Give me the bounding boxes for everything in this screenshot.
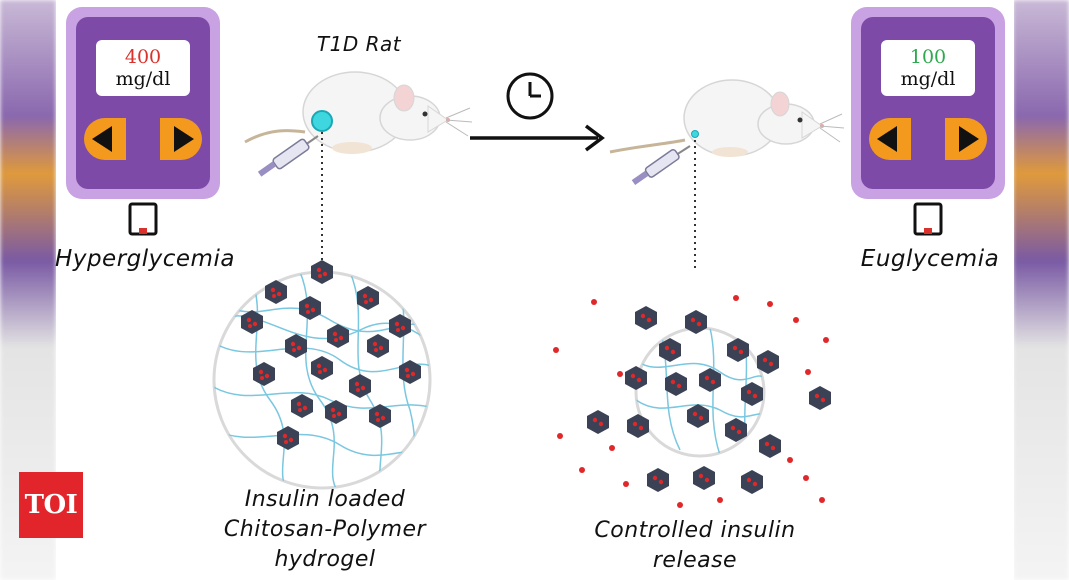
left-arrow-icon <box>92 126 112 152</box>
meter-unit-right: mg/dl <box>900 68 956 90</box>
state-label-right: Euglycemia <box>860 246 1000 272</box>
left-arrow-icon <box>877 126 897 152</box>
nanoparticle-cluster <box>241 260 421 450</box>
meter-screen-left <box>96 40 190 96</box>
free-insulin-dots <box>553 295 829 508</box>
meter-screen-right <box>881 40 975 96</box>
rat-icon <box>609 79 845 157</box>
hydrogel-network-zoom <box>212 260 432 490</box>
right-arrow-icon <box>174 126 194 152</box>
caption-release-line1: Controlled insulin <box>594 518 796 543</box>
syringe-icon <box>631 145 691 186</box>
process-arrow <box>470 124 605 152</box>
clock-icon <box>506 72 554 120</box>
caption-release-line2: release <box>652 548 738 573</box>
toi-logo: TOI <box>19 472 83 538</box>
hydrogel-injection-dot <box>691 130 699 138</box>
caption-hydrogel-line2: Chitosan-Polymer <box>223 517 427 542</box>
syringe-icon <box>257 135 319 177</box>
hydrogel-injection-dot <box>311 110 333 132</box>
glucose-meter-left <box>66 7 220 236</box>
rat-icon <box>244 71 473 154</box>
state-label-left: Hyperglycemia <box>55 246 235 272</box>
glucose-meter-right <box>851 7 1005 236</box>
background-blur-right <box>1013 0 1069 580</box>
released-nanoparticles <box>587 306 831 494</box>
caption-release: Controlled insulin release <box>570 516 820 576</box>
meter-value-right: 100 <box>909 46 947 68</box>
caption-hydrogel-line1: Insulin loaded <box>244 487 406 512</box>
right-arrow-icon <box>959 126 979 152</box>
meter-reading-right: 100 mg/dl <box>878 46 978 90</box>
meter-unit-left: mg/dl <box>115 68 171 90</box>
meter-reading-left: 400 mg/dl <box>93 46 193 90</box>
insulin-release-zoom <box>553 295 831 508</box>
caption-hydrogel-line3: hydrogel <box>274 547 376 572</box>
meter-value-left: 400 <box>124 46 162 68</box>
caption-hydrogel: Insulin loaded Chitosan-Polymer hydrogel <box>200 485 450 575</box>
rat-title: T1D Rat <box>316 32 402 56</box>
